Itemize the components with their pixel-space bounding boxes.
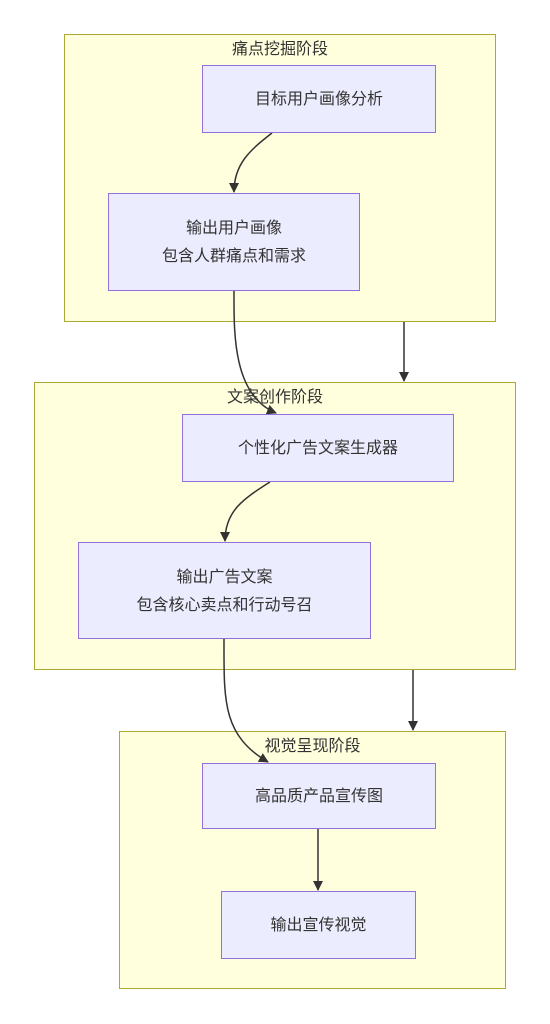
cluster-title: 痛点挖掘阶段 xyxy=(231,39,328,58)
node-label: 个性化广告文案生成器 xyxy=(237,438,398,457)
cluster-title: 视觉呈现阶段 xyxy=(264,736,361,755)
node-label-line-2: 包含人群痛点和需求 xyxy=(161,246,306,265)
node-label: 输出宣传视觉 xyxy=(270,915,367,934)
node-label: 目标用户画像分析 xyxy=(254,89,383,108)
node-label: 高品质产品宣传图 xyxy=(254,786,383,805)
node-persona-output[interactable]: 输出用户画像 包含人群痛点和需求 xyxy=(108,193,360,291)
node-ad-output[interactable]: 输出广告文案 包含核心卖点和行动号召 xyxy=(78,542,371,639)
node-promo-image[interactable]: 高品质产品宣传图 xyxy=(202,763,436,829)
cluster-title: 文案创作阶段 xyxy=(226,387,323,406)
node-label-line-1: 输出用户画像 xyxy=(185,218,282,237)
node-promo-output[interactable]: 输出宣传视觉 xyxy=(221,891,416,959)
node-persona-analysis[interactable]: 目标用户画像分析 xyxy=(202,65,436,133)
node-label-line-1: 输出广告文案 xyxy=(176,566,273,586)
node-ad-generator[interactable]: 个性化广告文案生成器 xyxy=(182,414,454,482)
node-label-line-2: 包含核心卖点和行动号召 xyxy=(136,594,313,614)
